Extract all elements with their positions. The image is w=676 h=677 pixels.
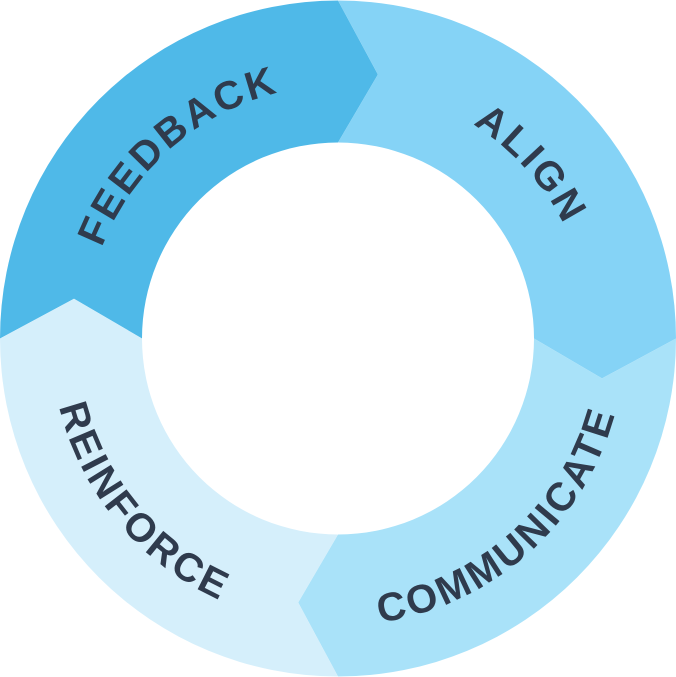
segment-arc-feedback xyxy=(0,0,378,339)
segment-arc-reinforce xyxy=(0,298,338,677)
segment-arc-align xyxy=(338,0,676,379)
segment-arc-communicate xyxy=(298,338,676,677)
